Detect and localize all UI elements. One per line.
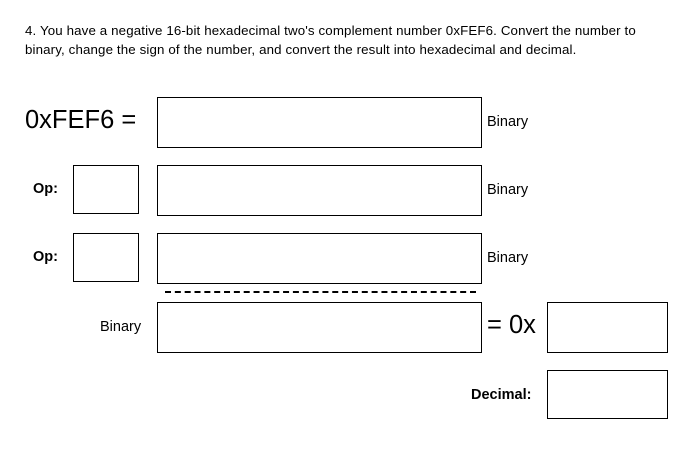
binary-input-row-1[interactable] xyxy=(157,97,482,148)
row-2-binary-label: Binary xyxy=(487,182,529,198)
row-3-binary-label: Binary xyxy=(487,250,529,266)
binary-input-row-2[interactable] xyxy=(157,165,482,216)
source-hex-label: 0xFEF6 = xyxy=(25,106,137,134)
result-binary-input[interactable] xyxy=(157,302,482,353)
result-binary-label: Binary xyxy=(100,319,142,335)
binary-input-row-3[interactable] xyxy=(157,233,482,284)
result-hex-input[interactable] xyxy=(547,302,668,353)
sum-divider-dashed-line xyxy=(165,291,476,293)
operation-input-row-2[interactable] xyxy=(73,165,139,214)
equals-hex-prefix-label: = 0x xyxy=(487,311,536,339)
question-prompt: 4. You have a negative 16-bit hexadecima… xyxy=(25,23,636,57)
result-decimal-input[interactable] xyxy=(547,370,668,419)
operation-label-row-3: Op: xyxy=(33,249,58,265)
operation-label-row-2: Op: xyxy=(33,181,58,197)
operation-input-row-3[interactable] xyxy=(73,233,139,282)
row-1-binary-label: Binary xyxy=(487,114,529,130)
decimal-label: Decimal: xyxy=(471,387,532,403)
